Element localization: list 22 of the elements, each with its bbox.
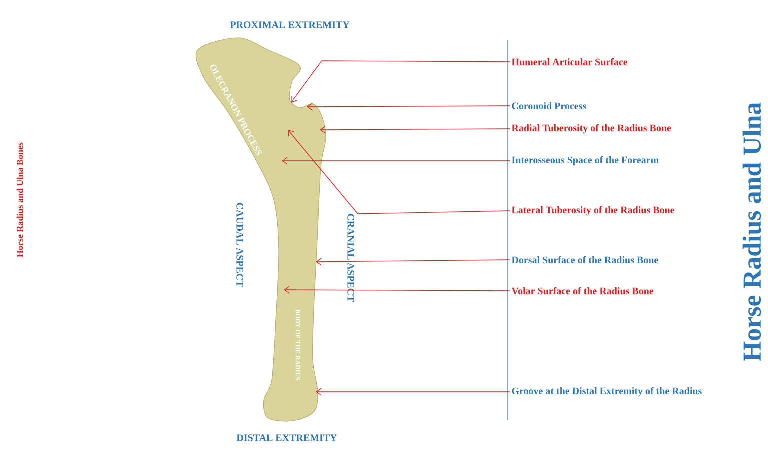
part-label: Coronoid Process bbox=[512, 102, 586, 110]
title: Horse Radius and Ulna bbox=[742, 102, 762, 362]
part-label: Volar Surface of the Radius Bone bbox=[512, 287, 654, 295]
side-title: Horse Radius and Ulna Bones bbox=[16, 142, 24, 258]
part-label: Dorsal Surface of the Radius Bone bbox=[512, 256, 658, 264]
leader-line bbox=[282, 157, 510, 165]
part-label: Interosseous Space of the Forearm bbox=[512, 156, 659, 166]
leader-line bbox=[320, 126, 510, 134]
leader-line bbox=[316, 388, 510, 396]
part-label: Humeral Articular Surface bbox=[512, 58, 628, 66]
aspect-label: CAUDAL ASPECT bbox=[236, 203, 244, 288]
part-label: Radial Tuberosity of the Radius Bone bbox=[512, 124, 672, 134]
aspect-label: CRANIAL ASPECT bbox=[348, 214, 354, 302]
leader-line bbox=[288, 130, 510, 214]
leader-line bbox=[316, 258, 510, 266]
heading: PROXIMAL EXTREMITY bbox=[230, 22, 350, 28]
part-label: Lateral Tuberosity of the Radius Bone bbox=[512, 206, 675, 216]
part-label: Groove at the Distal Extremity of the Radius bbox=[512, 387, 702, 397]
leader-line bbox=[291, 60, 510, 103]
leader-line bbox=[284, 286, 510, 294]
leader-line bbox=[307, 103, 510, 111]
heading: DISTAL EXTREMITY bbox=[236, 434, 338, 442]
